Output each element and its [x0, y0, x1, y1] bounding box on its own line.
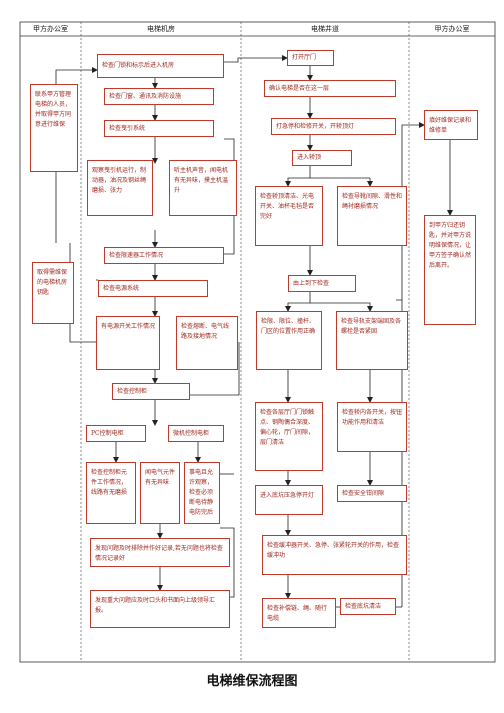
node-check-fuse-wiring: 检查熔断、电气线路及接地情况: [176, 316, 238, 370]
node-top-to-bottom: 由上到下检查: [288, 275, 356, 292]
node-observe-traction-machine: 观察曳引机运行，制动器，油况及钢丝绳磨损、张力: [87, 160, 153, 216]
node-open-landing-door: 打开厅门: [287, 50, 334, 66]
node-check-traction-system: 检查曳引系统: [104, 120, 214, 137]
node-enter-pit: 进入底坑压急停开灯: [255, 485, 323, 515]
node-check-safety-gear: 检查安全钳间隙: [337, 485, 407, 502]
node-enter-machine-room: 检查门锁和标示后进入机房: [97, 54, 224, 78]
node-check-cabinet-components: 检查控制柜元件工作情况，线路有无磨损: [86, 462, 136, 524]
connector-17: [190, 342, 240, 396]
node-check-car-top: 检查轿顶清洁、光电开关、油杯毛毡是否完好: [255, 186, 323, 246]
node-fix-and-record: 发现问题及时排除并作好记录,若无问题也将检查情况记录好: [90, 538, 230, 567]
node-smell-components: 闻电气元件有无异味: [140, 462, 180, 524]
node-check-guide-shoes: 检查导靴间隙、滑性和绳衬磨损情况: [337, 186, 407, 246]
node-report-major-issues: 发现重大问题应及时口头和书面向上级领导汇报。: [90, 590, 230, 628]
connector-25: [285, 166, 311, 187]
node-get-machine-room-key: 取得需维保的电梯机房钥匙: [32, 262, 74, 324]
node-return-keys: 到甲方归还钥匙，并对甲方说明维保情况，让甲方签子确认然后离开。: [424, 215, 476, 325]
lane-header-office-right: 甲方办公室: [434, 25, 470, 33]
node-check-speed-governor: 检查限速器工作情况: [104, 247, 224, 264]
node-check-limit-switches: 检限、限位、撞杆、门区的位置作用正确: [256, 311, 322, 370]
node-confirm-car-floor: 确认电梯是否在这一层: [264, 80, 396, 97]
lane-header-office-left: 甲方办公室: [33, 25, 68, 33]
diagram-title: 电梯维保流程图: [206, 674, 298, 689]
node-check-car-buttons: 检查轿内各开关，按钮功能作用和清洁: [337, 402, 407, 452]
node-check-control-cabinet: 检查控制柜: [112, 383, 190, 400]
node-power-switch: 有电源开关工作情况: [96, 316, 160, 370]
node-check-landing-door-locks: 检查各层厅门门锁触点、钢陶偶合深度、偏心轮，厅门间隙，层门清洁: [255, 402, 323, 471]
node-listen-motor: 听主机声音，闻电机有无异味，摸主机温升: [169, 160, 237, 216]
node-enter-car-top: 进入轿顶: [292, 150, 352, 166]
node-micro-control-cabinet: 微机控制电柜: [168, 425, 224, 442]
node-check-doors-windows: 检查门窗、通讯及消防设施: [104, 88, 214, 105]
node-emergency-stop-switch: 打急停和检修开关，开轿顶灯: [271, 118, 396, 135]
connector-lines: [55, 55, 453, 608]
node-power-off-check: 事电且允许观察，检查必须断电待静电防完后: [184, 462, 220, 524]
connector-21: [224, 55, 288, 63]
node-check-power-system: 检查电源系统: [98, 280, 208, 297]
node-fill-maintenance-record: 填好维保记录和维修单: [424, 110, 478, 140]
connector-30: [310, 302, 373, 312]
node-check-compensation: 检查补偿链、绳、随行电缆: [262, 598, 336, 628]
node-pc-control-cabinet: PC控制电柜: [86, 425, 146, 442]
lane-header-machine-room: 电梯机房: [147, 25, 175, 33]
connector-29: [285, 292, 311, 312]
swimlane-frame: [19, 21, 496, 663]
node-contact-owner: 联系甲方管理电梯的人员，并取得甲方同意进行维保: [30, 84, 78, 172]
node-check-buffer: 检查缓冲器开关、急停、张紧轮开关的作用，检查缓冲功: [262, 535, 407, 575]
node-clean-pit: 检查底坑清洁: [340, 598, 396, 615]
lane-header-shaft: 电梯井道: [311, 25, 339, 33]
node-check-rail-brackets: 检查导轨支架端固及各螺栓是否紧固: [336, 311, 408, 370]
